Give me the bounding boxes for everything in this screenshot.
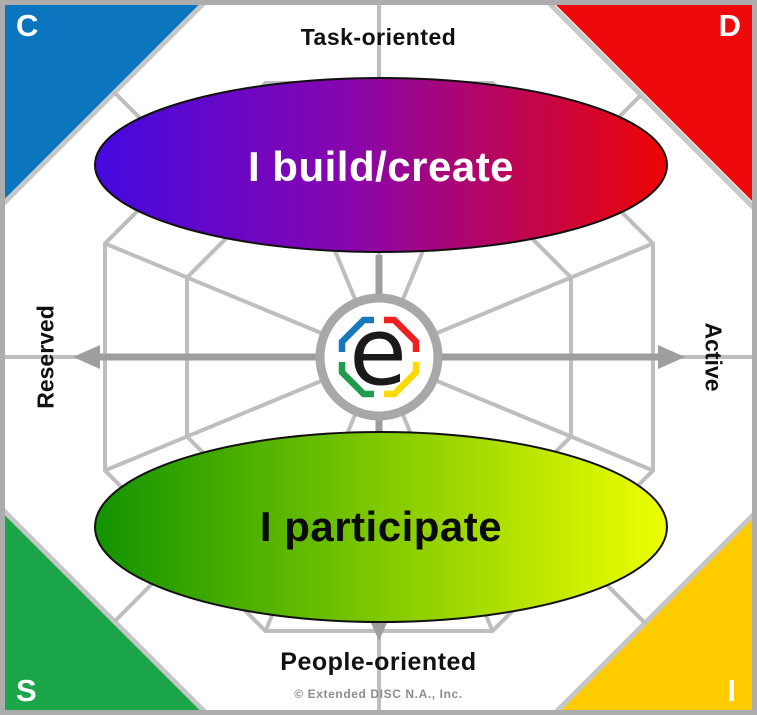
- copyright-text: © Extended DISC N.A., Inc.: [294, 687, 463, 701]
- logo-segment-blue: [338, 316, 374, 352]
- logo-letter-e: e: [349, 298, 407, 407]
- participate-ellipse: [94, 431, 668, 623]
- quadrant-letter-d: D: [718, 8, 741, 43]
- axis-label-active: Active: [700, 322, 727, 392]
- build-create-label: I build/create: [247, 143, 515, 190]
- right-arrowhead: [658, 345, 685, 369]
- participate-label: I participate: [259, 503, 503, 550]
- logo-octagon: [338, 316, 420, 398]
- logo-segment-red: [384, 316, 420, 352]
- axis-label-people: People-oriented: [280, 648, 477, 676]
- logo-circle: [315, 293, 443, 421]
- quadrant-letter-i: I: [727, 673, 736, 708]
- build-create-ellipse: [94, 77, 668, 253]
- logo-segment-green: [338, 362, 374, 398]
- logo-segment-yellow: [384, 362, 420, 398]
- quadrant-letter-s: S: [16, 673, 37, 708]
- left-arrowhead: [73, 345, 100, 369]
- quadrant-letter-c: C: [16, 8, 39, 43]
- quadrant-d-triangle: [551, 0, 757, 206]
- axis-label-task: Task-oriented: [300, 24, 457, 50]
- axis-label-reserved: Reserved: [32, 305, 59, 409]
